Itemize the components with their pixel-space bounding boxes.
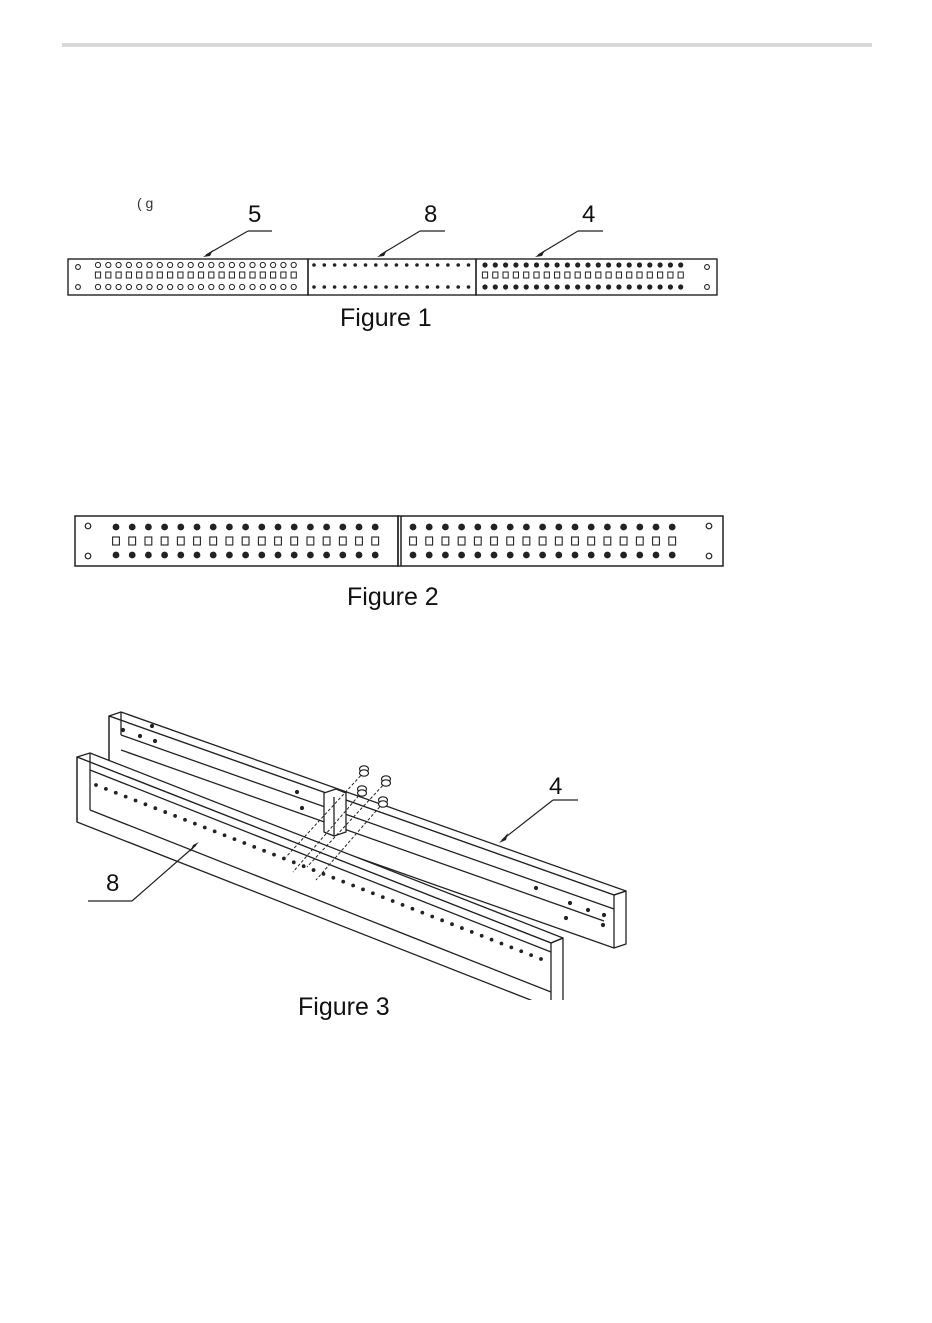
rail-8-hole [519, 949, 523, 953]
rail-4-hole [295, 790, 299, 794]
rail-8-hole [193, 822, 197, 826]
rail-8-hole [252, 845, 256, 849]
screw-icon [360, 770, 369, 776]
rail-4-hole [150, 724, 154, 728]
rail-8-hole [331, 876, 335, 880]
rail-8-hole [114, 791, 118, 795]
rail-8-hole [223, 833, 227, 837]
screw-icon [382, 780, 391, 786]
screw-icon [379, 801, 388, 807]
figure-3-caption: Figure 3 [298, 993, 390, 1022]
rail-8-hole [94, 783, 98, 787]
rail-4-hole [534, 886, 538, 890]
rail-8-hole [213, 830, 217, 834]
rail-8-hole [351, 884, 355, 888]
rail-8-hole [411, 907, 415, 911]
rail-8-hole [480, 934, 484, 938]
rail-8-hole [470, 930, 474, 934]
rail-4-hole [138, 734, 142, 738]
rail-8-hole [420, 911, 424, 915]
rail-8-hole [450, 922, 454, 926]
rail-8-hole [134, 799, 138, 803]
rail-8-hole [430, 915, 434, 919]
rail-8-hole [509, 946, 513, 950]
callout-4-fig3: 4 [549, 773, 562, 801]
rail-8-hole [163, 810, 167, 814]
rail-8-hole [529, 953, 533, 957]
rail-8-hole [242, 841, 246, 845]
rail-4-hole [153, 739, 157, 743]
rail-8-hole [262, 849, 266, 853]
rail-4-hole [568, 901, 572, 905]
rail-8-hole [153, 806, 157, 810]
rail-4-hole [121, 728, 125, 732]
callout-8-fig3: 8 [106, 870, 119, 898]
rail-8-hole [312, 868, 316, 872]
figure-3-drawing [0, 0, 932, 1000]
rail-8-hole [203, 826, 207, 830]
rail-4-hole [300, 806, 304, 810]
rail-8-hole [183, 818, 187, 822]
rail-4-hole [601, 923, 605, 927]
rail-8-hole [233, 837, 237, 841]
rail-8-hole [401, 903, 405, 907]
rail-8-hole [371, 891, 375, 895]
rail-4-hole [602, 913, 606, 917]
rail-8-hole [440, 918, 444, 922]
rail-8-hole [539, 957, 543, 961]
screw-icon [358, 790, 367, 796]
rail-8-hole [391, 899, 395, 903]
rail-4-hole [586, 908, 590, 912]
rail-8-hole [282, 857, 286, 861]
rail-8-hole [173, 814, 177, 818]
rail-8-hole [500, 942, 504, 946]
rail-4-hole [564, 916, 568, 920]
rail-8-hole [104, 787, 108, 791]
rail-8-hole [381, 895, 385, 899]
rail-8-hole [124, 795, 128, 799]
rail-8-hole [302, 864, 306, 868]
rail-8-hole [144, 802, 148, 806]
rail-8-hole [490, 938, 494, 942]
rail-8-hole [341, 880, 345, 884]
rail-8-hole [460, 926, 464, 930]
rail-8-hole [272, 853, 276, 857]
rail-8-hole [361, 888, 365, 892]
rail-8-hole [292, 860, 296, 864]
